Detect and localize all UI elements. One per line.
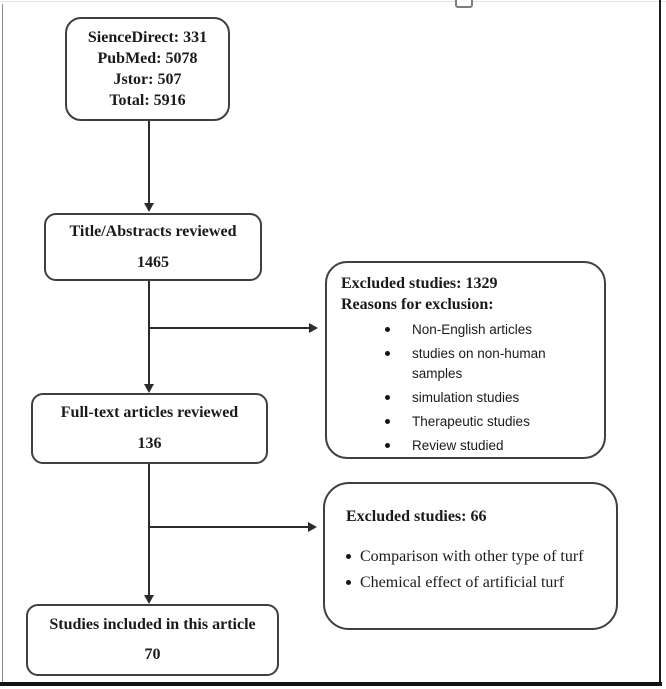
- box-label: Title/Abstracts reviewed: [69, 222, 237, 240]
- bullet-icon: [385, 351, 390, 356]
- list-item: Chemical effect of artificial turf: [346, 570, 610, 595]
- box-count: 70: [144, 646, 161, 663]
- exclusion-reasons-list: Non-English articles studies on non-huma…: [385, 320, 596, 456]
- connector-branch-to-excluded2: [149, 526, 308, 528]
- frame-top-line: [0, 1, 666, 2]
- arrowhead-down-icon: [144, 384, 154, 393]
- bullet-icon: [385, 395, 390, 400]
- bullet-icon: [385, 327, 390, 332]
- exclusion-reason: Review studied: [412, 438, 504, 453]
- list-item: Therapeutic studies: [385, 412, 596, 432]
- partial-top-shape: [455, 0, 473, 8]
- source-line: Jstor: 507: [113, 71, 182, 88]
- bullet-icon: [385, 443, 390, 448]
- list-item: simulation studies: [385, 388, 596, 408]
- arrowhead-down-icon: [144, 203, 154, 212]
- arrowhead-right-icon: [308, 522, 317, 532]
- exclusion-reasons-list: Comparison with other type of turf Chemi…: [346, 544, 610, 595]
- connector-fulltext-to-included: [148, 464, 150, 595]
- excluded1-subtitle: Reasons for exclusion:: [341, 296, 494, 313]
- excluded1-title: Excluded studies: 1329: [341, 275, 498, 292]
- box-count: 1465: [137, 253, 169, 271]
- connector-branch-to-excluded1: [149, 327, 309, 329]
- source-line: Total: 5916: [109, 92, 186, 109]
- list-item: studies on non-human samples: [385, 344, 596, 384]
- box-count: 136: [137, 435, 162, 452]
- bullet-icon: [385, 419, 390, 424]
- bullet-icon: [346, 554, 351, 559]
- connector-title-to-fulltext: [148, 281, 150, 384]
- source-line: PubMed: 5078: [97, 50, 198, 67]
- source-line: SienceDirect: 331: [87, 29, 208, 46]
- included-box: Studies included in this article 70: [26, 604, 279, 676]
- connector-sources-to-title: [148, 121, 150, 203]
- excluded-studies-2-box: Excluded studies: 66 Comparison with oth…: [323, 482, 618, 630]
- fulltext-box: Full-text articles reviewed 136: [31, 393, 268, 464]
- exclusion-reason: studies on non-human samples: [412, 346, 546, 381]
- exclusion-reason: Therapeutic studies: [412, 414, 530, 429]
- excluded-studies-1-box: Excluded studies: 1329 Reasons for exclu…: [325, 261, 606, 459]
- exclusion-reason: Non-English articles: [412, 322, 533, 337]
- list-item: Non-English articles: [385, 320, 596, 340]
- box-label: Full-text articles reviewed: [60, 404, 239, 421]
- sources-box: SienceDirect: 331 PubMed: 5078 Jstor: 50…: [65, 17, 230, 121]
- exclusion-reason: simulation studies: [412, 390, 520, 405]
- frame-bottom-line: [0, 682, 662, 686]
- exclusion-reason: Comparison with other type of turf: [360, 548, 584, 565]
- excluded2-title: Excluded studies: 66: [346, 508, 487, 525]
- list-item: Comparison with other type of turf: [346, 544, 610, 569]
- list-item: Review studied: [385, 436, 596, 456]
- frame-left-line: [2, 4, 3, 684]
- box-label: Studies included in this article: [49, 616, 256, 633]
- exclusion-reason: Chemical effect of artificial turf: [360, 574, 565, 591]
- frame-right-line: [659, 0, 661, 686]
- title-abstracts-box: Title/Abstracts reviewed 1465: [44, 213, 262, 281]
- arrowhead-down-icon: [144, 595, 154, 604]
- bullet-icon: [346, 580, 351, 585]
- arrowhead-right-icon: [309, 323, 318, 333]
